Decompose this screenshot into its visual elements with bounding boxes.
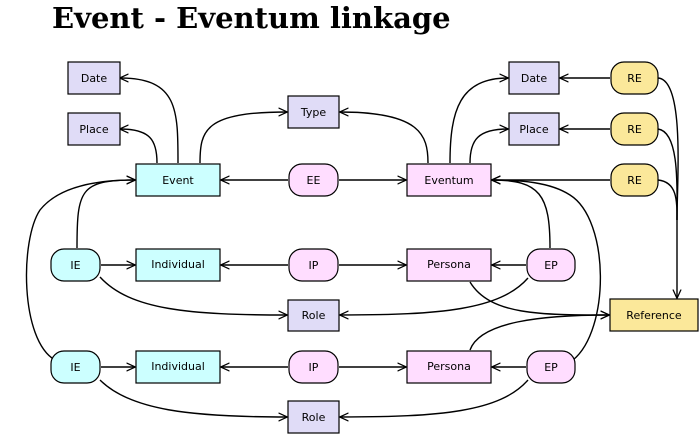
svg-text:Type: Type — [300, 106, 326, 119]
svg-text:Place: Place — [79, 123, 108, 136]
edge-ie2-role2 — [99, 379, 287, 417]
node-persona-2: Persona — [406, 350, 492, 384]
node-re-1: RE — [610, 61, 659, 95]
edge-event-type — [199, 112, 287, 164]
edge-ie1-event — [76, 180, 135, 249]
node-place-right: Place — [508, 112, 560, 146]
edge-ie2-event — [25, 180, 135, 361]
svg-text:Eventum: Eventum — [424, 174, 473, 187]
node-role-1: Role — [287, 299, 340, 332]
node-reference: Reference — [609, 298, 699, 332]
node-eventum: Eventum — [406, 163, 492, 197]
svg-text:EP: EP — [544, 361, 558, 374]
svg-text:Date: Date — [521, 72, 548, 85]
svg-text:RE: RE — [627, 72, 642, 85]
svg-text:IP: IP — [309, 259, 319, 272]
svg-text:Persona: Persona — [427, 258, 471, 271]
edge-eventum-type — [340, 112, 429, 164]
edge-eventum-date — [449, 78, 508, 164]
node-type: Type — [287, 95, 340, 129]
node-ep-2: EP — [526, 350, 576, 384]
svg-text:Event: Event — [162, 174, 194, 187]
edge-ep2-eventum — [492, 180, 602, 361]
edge-persona1-reference — [469, 281, 609, 315]
edge-ie1-role1 — [99, 276, 287, 315]
svg-text:Reference: Reference — [626, 309, 682, 322]
svg-text:IP: IP — [309, 361, 319, 374]
svg-text:RE: RE — [627, 123, 642, 136]
diagram-title: Event - Eventum linkage — [52, 1, 451, 35]
edge-re1-reference — [657, 77, 679, 221]
edge-event-place — [120, 129, 158, 164]
edge-re3-reference — [657, 179, 678, 221]
edge-persona2-reference — [469, 315, 609, 351]
edge-ep1-role1 — [340, 277, 529, 315]
edge-event-date — [120, 78, 179, 164]
node-ie-2: IE — [50, 350, 101, 384]
edge-re2-reference — [657, 128, 678, 221]
node-ip-2: IP — [288, 350, 339, 384]
svg-text:IE: IE — [70, 361, 80, 374]
node-individual-1: Individual — [135, 248, 221, 282]
svg-text:Individual: Individual — [151, 360, 205, 373]
node-re-2: RE — [610, 112, 659, 146]
edge-ep1-eventum — [492, 180, 551, 249]
svg-text:Role: Role — [302, 411, 326, 424]
node-re-3: RE — [610, 163, 659, 197]
svg-text:IE: IE — [70, 259, 80, 272]
edge-ep2-role2 — [340, 379, 529, 417]
node-event: Event — [135, 163, 221, 197]
node-place-left: Place — [67, 112, 121, 146]
node-persona-1: Persona — [406, 248, 492, 282]
svg-text:Individual: Individual — [151, 258, 205, 271]
node-ee: EE — [288, 163, 339, 197]
svg-text:Place: Place — [519, 123, 548, 136]
svg-text:Persona: Persona — [427, 360, 471, 373]
node-date-left: Date — [67, 61, 121, 95]
edges — [25, 77, 679, 417]
node-ep-1: EP — [526, 248, 576, 282]
svg-text:Date: Date — [81, 72, 108, 85]
svg-text:EP: EP — [544, 259, 558, 272]
node-date-right: Date — [508, 61, 560, 95]
svg-text:RE: RE — [627, 174, 642, 187]
node-role-2: Role — [287, 400, 340, 434]
node-ie-1: IE — [50, 248, 101, 282]
node-ip-1: IP — [288, 248, 339, 282]
svg-text:Role: Role — [302, 309, 326, 322]
edge-eventum-place — [469, 129, 508, 164]
node-individual-2: Individual — [135, 350, 221, 384]
svg-text:EE: EE — [307, 174, 321, 187]
